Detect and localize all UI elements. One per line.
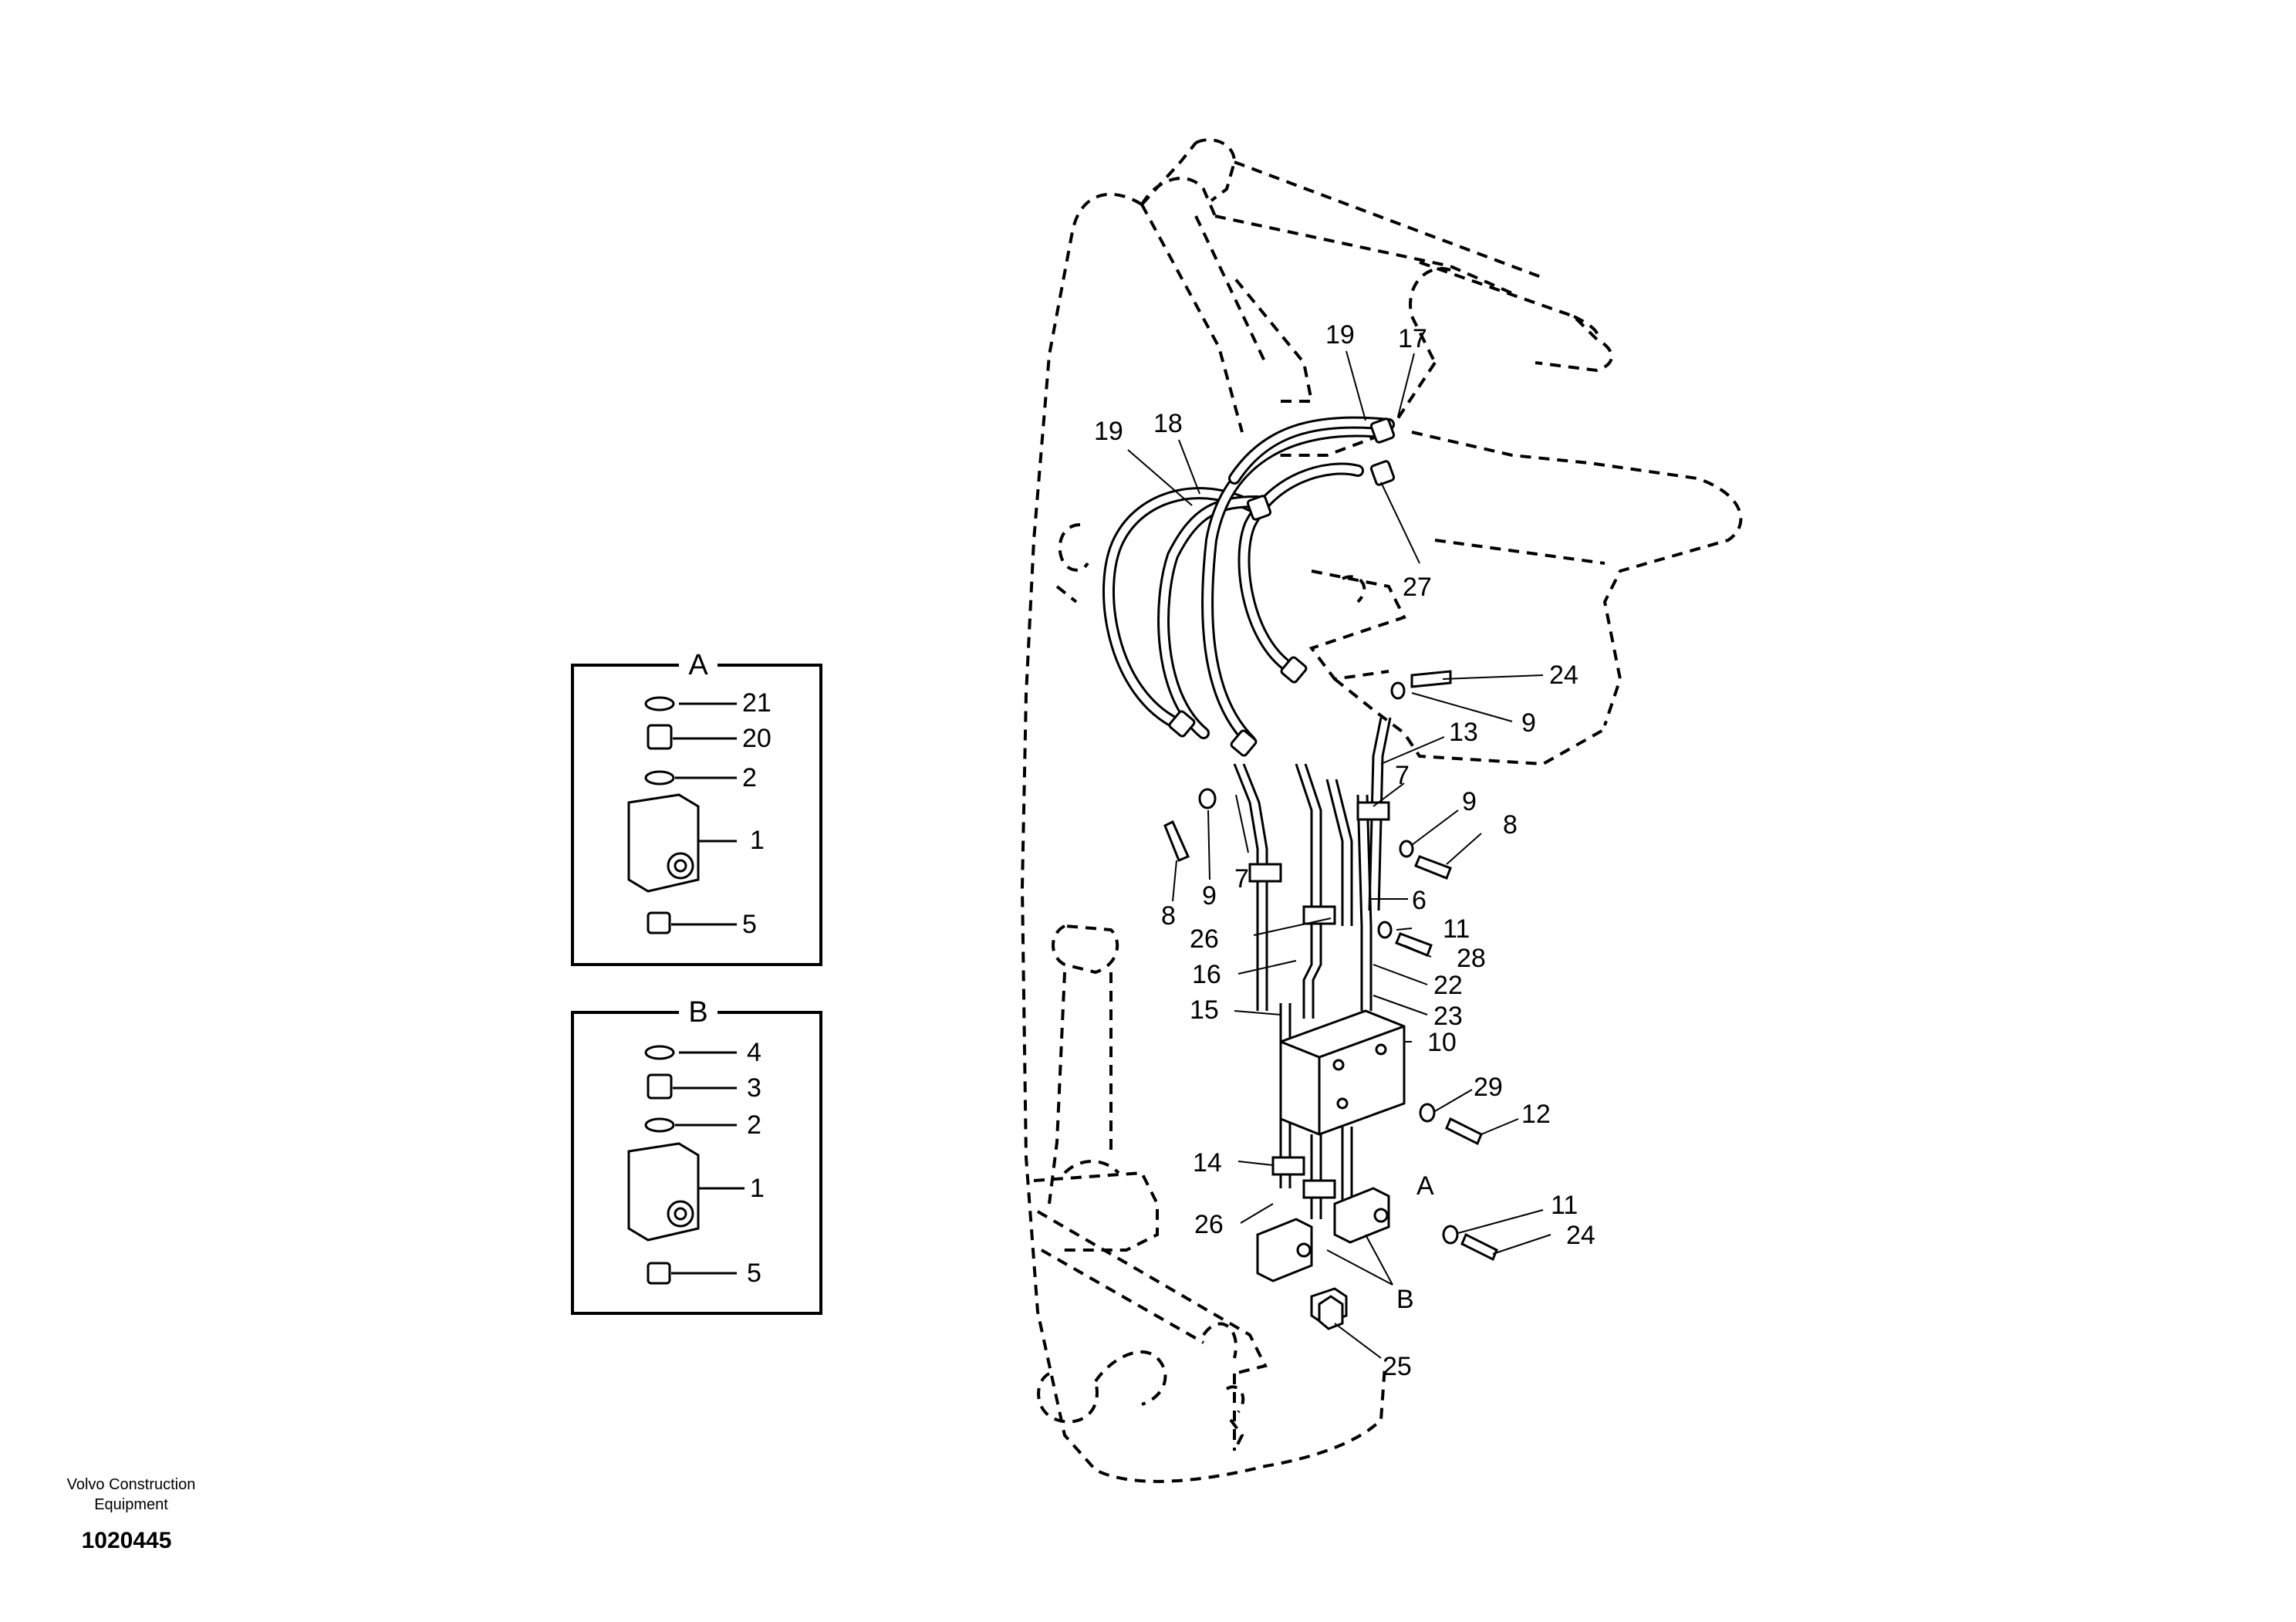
callout-11-bottom: 11 [1551, 1191, 1578, 1220]
callout-22: 22 [1433, 971, 1463, 1000]
callout-29: 29 [1474, 1073, 1503, 1102]
detail-a-callout-3: 1 [750, 826, 765, 855]
callout-b: B [1396, 1285, 1414, 1314]
callout-9-left: 9 [1202, 881, 1217, 911]
callout-24-bottom: 24 [1566, 1221, 1595, 1250]
leader-lines [1127, 350, 1551, 1359]
hose-fittings [1168, 417, 1396, 757]
callout-23: 23 [1433, 1002, 1463, 1031]
callout-18: 18 [1153, 409, 1183, 438]
detail-b-callout-2: 2 [747, 1110, 761, 1140]
callout-8-right: 8 [1503, 810, 1518, 840]
callout-7-right: 7 [1395, 761, 1410, 790]
callout-a: A [1416, 1171, 1434, 1201]
callout-19-top: 19 [1325, 320, 1355, 350]
drawing-number: 1020445 [82, 1528, 172, 1553]
detail-b-callout-4: 5 [747, 1259, 761, 1288]
detail-a-callout-1: 20 [742, 724, 772, 753]
callout-17: 17 [1398, 324, 1427, 353]
detail-box-a: A 21 20 2 1 5 [571, 648, 822, 966]
callout-8-left: 8 [1161, 901, 1176, 931]
callout-19-left: 19 [1094, 417, 1123, 446]
detail-a-callout-4: 5 [742, 910, 757, 939]
callout-9-right: 9 [1462, 787, 1477, 816]
company-line-2: Equipment [94, 1496, 168, 1513]
callout-6: 6 [1412, 886, 1427, 915]
detail-a-title: A [688, 649, 708, 681]
callout-7-left: 7 [1234, 864, 1249, 894]
callout-15: 15 [1190, 995, 1219, 1025]
callout-25: 25 [1383, 1352, 1412, 1381]
callout-27: 27 [1403, 573, 1432, 602]
callout-26-bottom: 26 [1194, 1210, 1224, 1239]
detail-b-callout-3: 1 [750, 1174, 765, 1203]
callout-26-top: 26 [1190, 924, 1219, 954]
callout-14: 14 [1193, 1148, 1222, 1178]
clamps [1248, 801, 1390, 1199]
boom-outline [1020, 138, 1743, 1483]
callout-9-top: 9 [1521, 708, 1536, 738]
detail-a-callout-2: 2 [742, 763, 757, 792]
detail-a-callout-0: 21 [742, 688, 772, 718]
bolts-washers [1163, 670, 1498, 1330]
callout-28: 28 [1457, 944, 1486, 973]
detail-b-callout-0: 4 [747, 1038, 761, 1067]
callout-10: 10 [1427, 1028, 1457, 1057]
callout-11-top: 11 [1443, 914, 1470, 944]
valve-block [1279, 1009, 1406, 1136]
footer: Volvo Construction Equipment 1020445 [67, 1476, 196, 1553]
callout-12: 12 [1521, 1100, 1551, 1129]
main-callouts: 19 17 19 18 27 24 9 13 7 9 8 8 9 7 6 26 … [1094, 320, 1595, 1381]
callout-24-top: 24 [1549, 661, 1578, 690]
hose-lines [1102, 416, 1395, 747]
detail-b-callout-1: 3 [747, 1073, 761, 1103]
callout-13: 13 [1449, 718, 1478, 747]
detail-box-b: B 4 3 2 1 5 [571, 995, 822, 1315]
pipes [1233, 717, 1392, 1219]
company-line-1: Volvo Construction [67, 1476, 196, 1493]
callout-16: 16 [1192, 960, 1221, 989]
detail-b-title: B [688, 996, 707, 1029]
